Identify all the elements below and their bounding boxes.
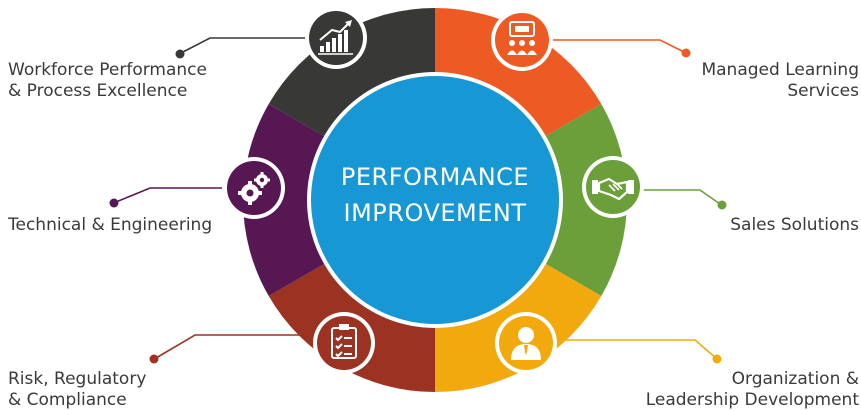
label-risk: Risk, Regulatory & Compliance [8, 369, 147, 410]
badge-managed-learning [491, 9, 553, 71]
connector-risk [155, 334, 305, 359]
badge-organization [495, 312, 557, 374]
center-title-line1: PERFORMANCE [341, 163, 529, 191]
connector-sales-solutions [630, 189, 721, 205]
badge-risk [313, 312, 375, 374]
person-icon [511, 327, 541, 360]
connector-organization [560, 339, 717, 359]
connector-workforce [180, 37, 305, 54]
handshake-icon [592, 177, 634, 201]
checklist-icon [331, 324, 357, 359]
center-title-line2: IMPROVEMENT [344, 199, 527, 227]
connector-dot [149, 354, 159, 364]
connector-lines [115, 37, 721, 359]
connector-dots [109, 48, 727, 364]
gears-icon [238, 172, 270, 205]
connector-dot [175, 49, 185, 59]
connector-dot [109, 198, 119, 208]
connector-dot [681, 48, 691, 58]
connector-dot [712, 354, 722, 364]
label-technical: Technical & Engineering [8, 215, 213, 235]
connector-dot [717, 200, 727, 210]
label-workforce: Workforce Performance & Process Excellen… [8, 60, 207, 101]
badge-workforce [305, 7, 367, 69]
center-circle [311, 76, 559, 324]
connector-technical [115, 187, 222, 203]
badge-sales-solutions [582, 156, 644, 218]
growth-chart-icon [318, 20, 353, 55]
presentation-icon [507, 21, 537, 55]
label-managed-learning: Managed Learning Services [701, 60, 859, 101]
label-sales-solutions: Sales Solutions [730, 215, 859, 235]
label-organization: Organization & Leadership Development [645, 369, 859, 410]
badge-technical [223, 157, 285, 219]
